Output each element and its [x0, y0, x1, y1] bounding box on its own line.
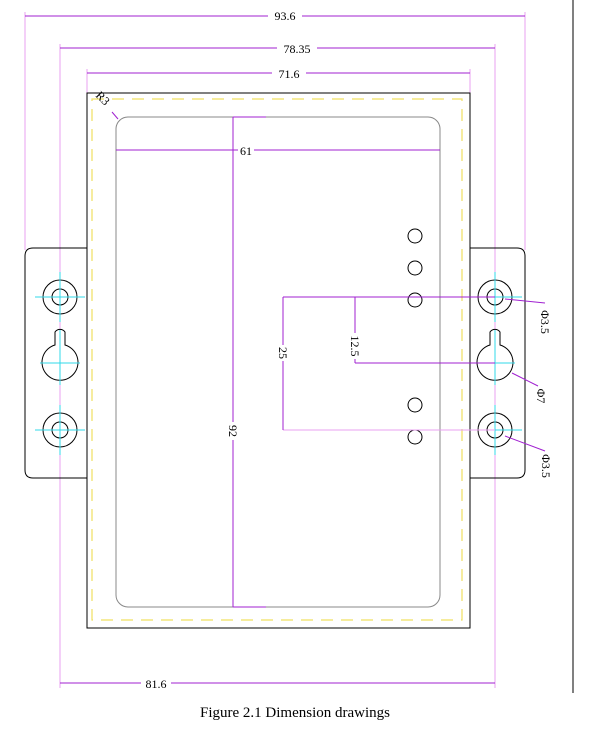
dim-12-5: 12.5 — [348, 297, 495, 364]
keyhole-left — [40, 328, 80, 385]
dim-71-6: 71.6 — [87, 65, 470, 81]
svg-text:78.35: 78.35 — [284, 42, 311, 56]
extension-lines — [24, 12, 526, 688]
keyhole-right — [475, 328, 515, 385]
label-hole-top-dia: Φ3.5 — [504, 298, 552, 334]
label-hole-bottom-dia: Φ3.5 — [504, 435, 553, 478]
indicator-holes — [407, 228, 423, 445]
dim-25: 25 — [276, 296, 495, 431]
hole-left-top — [35, 272, 85, 322]
dim-78-35: 78.35 — [60, 40, 495, 56]
dim-93-6: 93.6 — [25, 8, 525, 23]
svg-text:Φ3.5: Φ3.5 — [539, 454, 553, 478]
svg-text:Φ7: Φ7 — [534, 389, 548, 404]
svg-text:92: 92 — [226, 425, 240, 437]
hole-left-bottom — [35, 405, 85, 455]
dim-61: 61 — [116, 143, 440, 158]
left-mounting-ear — [24, 247, 87, 479]
dim-92: 92 — [226, 116, 266, 608]
svg-text:25: 25 — [276, 347, 290, 359]
svg-text:81.6: 81.6 — [146, 677, 167, 691]
svg-text:Φ3.5: Φ3.5 — [538, 310, 552, 334]
right-mounting-ear — [470, 247, 526, 479]
label-keyhole-dia: Φ7 — [511, 372, 548, 404]
svg-text:61: 61 — [240, 144, 252, 158]
enclosure-body — [86, 92, 471, 629]
figure-caption: Figure 2.1 Dimension drawings — [200, 705, 390, 721]
dim-81-6: 81.6 — [60, 676, 495, 691]
svg-text:12.5: 12.5 — [348, 336, 362, 357]
svg-text:R3: R3 — [93, 88, 113, 108]
svg-text:93.6: 93.6 — [275, 9, 296, 23]
svg-text:71.6: 71.6 — [279, 67, 300, 81]
